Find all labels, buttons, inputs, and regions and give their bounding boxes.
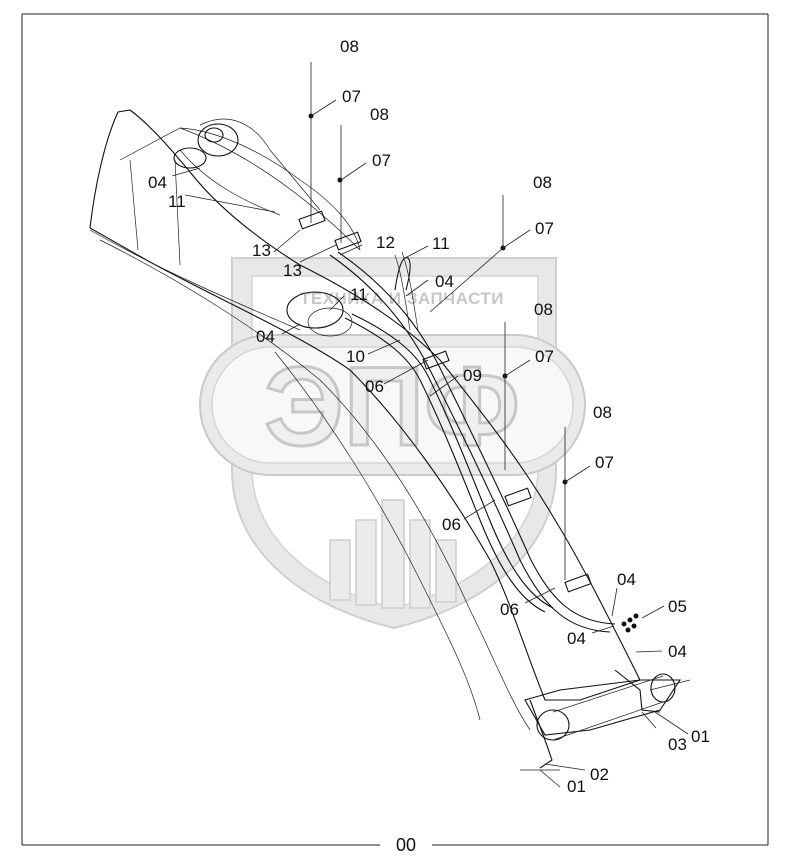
label-04: 04: [668, 642, 687, 661]
watermark-company-text: ТЕХНИКА И ЗАПЧАСТИ: [300, 289, 504, 308]
label-03: 03: [668, 735, 687, 754]
label-08: 08: [340, 37, 359, 56]
label-07: 07: [342, 87, 361, 106]
label-04: 04: [617, 570, 636, 589]
label-01: 01: [691, 727, 710, 746]
label-11: 11: [350, 285, 368, 304]
label-08: 08: [533, 173, 552, 192]
watermark-letters: ЭПФ: [264, 344, 520, 469]
label-04: 04: [148, 173, 167, 192]
label-06: 06: [365, 377, 384, 396]
label-05: 05: [668, 597, 687, 616]
boom-drawing: [89, 109, 682, 769]
label-04: 04: [256, 327, 275, 346]
page-frame: [21, 13, 769, 846]
label-08: 08: [593, 403, 612, 422]
label-06: 06: [500, 600, 519, 619]
label-11: 11: [168, 192, 186, 211]
label-12: 12: [376, 233, 395, 252]
label-04: 04: [567, 629, 586, 648]
label-01: 01: [567, 777, 586, 796]
label-04: 04: [435, 272, 454, 291]
label-10: 10: [346, 347, 365, 366]
label-09: 09: [463, 366, 482, 385]
label-02: 02: [590, 765, 609, 784]
callout-leaders: [171, 62, 691, 788]
label-07: 07: [372, 151, 391, 170]
label-07: 07: [535, 347, 554, 366]
page-number: 00: [396, 835, 416, 855]
fitting-cluster: [621, 613, 639, 633]
label-08: 08: [370, 105, 389, 124]
label-08: 08: [534, 300, 553, 319]
label-11: 11: [432, 234, 450, 253]
label-13: 13: [252, 241, 271, 260]
watermark-logo: ЭПФ ТЕХНИКА И ЗАПЧАСТИ: [199, 257, 586, 630]
label-07: 07: [535, 219, 554, 238]
label-13: 13: [283, 261, 302, 280]
label-06: 06: [442, 515, 461, 534]
label-07: 07: [595, 453, 614, 472]
part-labels: 08 07 08 07 04 11 08 07 13 12 11 13 04 1…: [148, 37, 710, 796]
